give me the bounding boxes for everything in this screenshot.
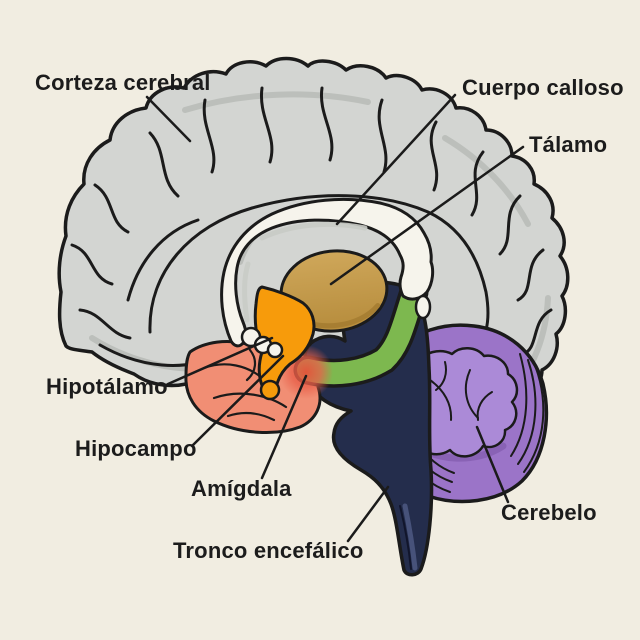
pituitary-bulb xyxy=(259,379,281,401)
label-corteza-cerebral: Corteza cerebral xyxy=(35,70,211,95)
leader-line-talamo xyxy=(329,145,525,286)
leader-line-tronco xyxy=(346,485,390,543)
label-cuerpo-calloso: Cuerpo calloso xyxy=(462,75,624,100)
leader-line-cuerpo xyxy=(335,93,457,226)
label-hipotalamo: Hipotálamo xyxy=(46,374,168,399)
label-hipocampo: Hipocampo xyxy=(75,436,197,461)
label-cerebelo: Cerebelo xyxy=(501,500,597,525)
leader-lines xyxy=(145,93,525,543)
label-tronco-encefalico: Tronco encefálico xyxy=(173,538,364,563)
leader-line-hipocampo xyxy=(190,354,285,448)
label-amigdala: Amígdala xyxy=(191,476,292,501)
leader-line-corteza xyxy=(145,95,192,143)
leader-line-hipotalamo xyxy=(166,336,274,386)
label-talamo: Tálamo xyxy=(529,132,608,157)
medulla-highlight xyxy=(402,503,418,571)
leader-line-amigdala xyxy=(260,374,308,480)
leader-line-cerebelo xyxy=(475,425,510,504)
